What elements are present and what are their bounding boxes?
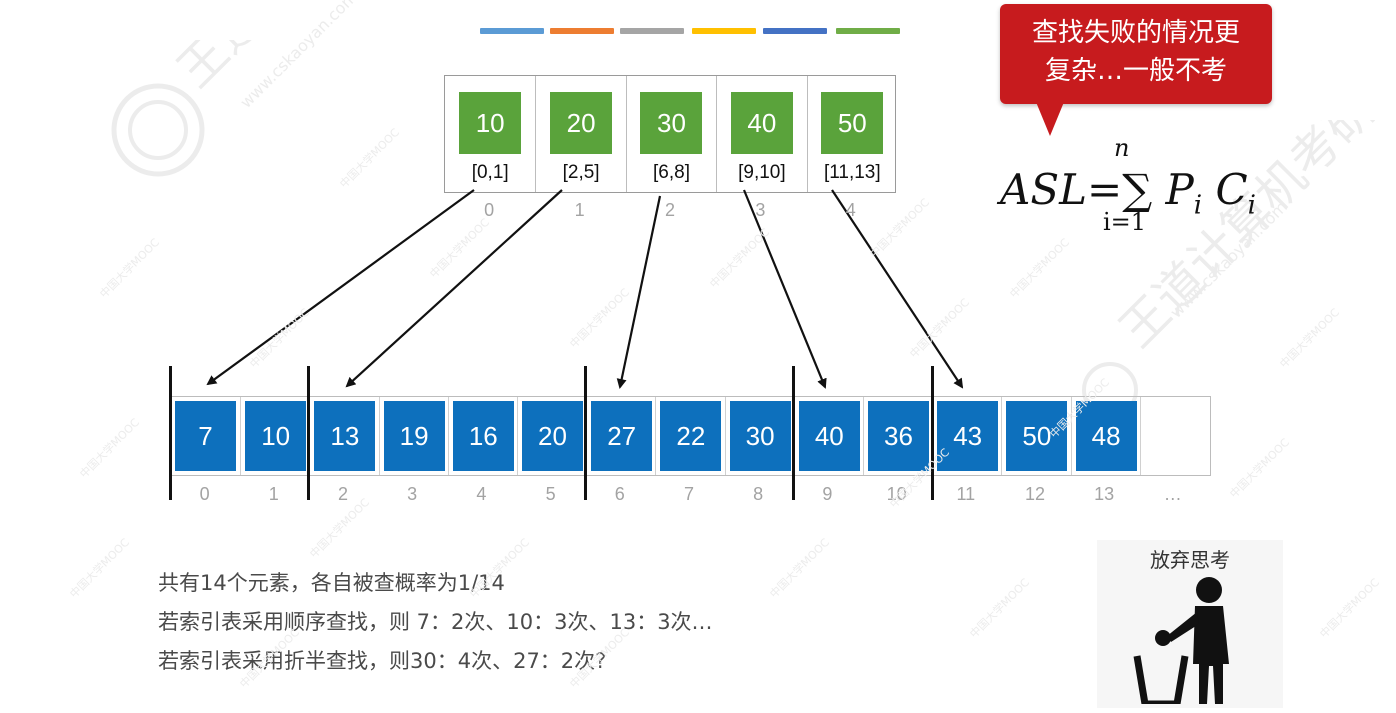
note-line-3: 若索引表采用折半查找，则30：4次、27：2次?: [158, 649, 607, 673]
array-value: 50: [1006, 401, 1068, 471]
formula-c-sub: i: [1247, 190, 1256, 221]
note-line-1: 共有14个元素，各自被查概率为1/14: [158, 571, 505, 595]
array-index: 2: [337, 484, 348, 504]
array-index: 1: [268, 484, 279, 504]
array-index: 9: [822, 484, 833, 504]
array-cell: 10: [240, 397, 309, 475]
array-cell: 36: [863, 397, 932, 475]
watermark-logo-icon-2: 王道计算机考研: [1082, 120, 1386, 418]
formula-p: P: [1165, 165, 1194, 214]
sum-symbol: ∑: [1122, 165, 1153, 214]
array-index: 11: [956, 484, 976, 504]
title-underline-green: [836, 28, 900, 34]
sum-lower-limit: i=1: [1103, 208, 1147, 236]
array-cell: 30: [724, 397, 794, 475]
trash-person-icon: [1133, 577, 1229, 704]
block-separator: [931, 366, 934, 500]
title-underline-orange: [550, 28, 614, 34]
array-index-ellipsis: …: [1163, 484, 1182, 504]
array-value: 10: [245, 401, 307, 471]
array-cell-empty: [1139, 397, 1212, 475]
array-value: 30: [729, 401, 791, 471]
array-cell: 19: [378, 397, 448, 475]
callout-tail: [1036, 102, 1064, 136]
block-separator: [307, 366, 310, 500]
array-cell: 16: [447, 397, 517, 475]
array-index: 13: [1094, 484, 1115, 504]
callout-bubble: 查找失败的情况更 复杂…一般不考: [1000, 4, 1272, 104]
title-underline-yellow: [692, 28, 756, 34]
array-index: 12: [1024, 484, 1046, 504]
array-value: 27: [591, 401, 653, 471]
array-cell: 50: [1001, 397, 1070, 475]
index-range: [2,5]: [562, 162, 600, 183]
callout-line-2: 复杂…一般不考: [1044, 56, 1227, 86]
index-key: 40: [730, 92, 793, 154]
array-cell: 7: [171, 397, 240, 475]
index-key: 20: [550, 92, 613, 154]
title-underline-gray: [620, 28, 684, 34]
index-table-cell: 40 [9,10]: [716, 76, 806, 192]
array-cell: 20: [517, 397, 586, 475]
array-index: 4: [476, 484, 487, 504]
index-position: 2: [664, 200, 675, 220]
index-table-cell: 20 [2,5]: [535, 76, 625, 192]
index-range: [6,8]: [653, 162, 690, 183]
asl-formula: ASL=∑ Pi Ci: [1000, 165, 1256, 220]
index-position: 3: [755, 200, 766, 220]
index-key: 30: [640, 92, 703, 154]
index-table: 10 [0,1] 20 [2,5] 30 [6,8] 40 [9,10] 50 [11,13]: [444, 75, 896, 193]
array-value: 13: [314, 401, 376, 471]
give-up-label: 放弃思考: [1150, 548, 1230, 572]
array-value: 16: [452, 401, 514, 471]
index-range: [9,10]: [738, 162, 786, 183]
formula-c: C: [1215, 165, 1248, 214]
sum-upper-limit: n: [1114, 134, 1130, 162]
array-cell: 40: [793, 397, 863, 475]
block-separator: [584, 366, 587, 500]
array-index: 6: [614, 484, 625, 504]
note-line-2: 若索引表采用顺序查找，则 7：2次、10：3次、13：3次…: [158, 610, 713, 634]
index-table-cell: 50 [11,13]: [806, 76, 897, 192]
array-cell: 22: [655, 397, 724, 475]
array-value: 22: [660, 401, 722, 471]
array-index: 3: [407, 484, 418, 504]
index-position: 4: [845, 200, 856, 220]
index-range: [11,13]: [823, 162, 881, 183]
array-index: 8: [753, 484, 764, 504]
index-table-cell: 30 [6,8]: [625, 76, 716, 192]
array-value: 36: [868, 401, 929, 471]
array-index: 10: [886, 484, 907, 504]
title-underline-blue: [480, 28, 544, 34]
array-value: 19: [383, 401, 445, 471]
index-position: 1: [574, 200, 585, 220]
array-cell: 13: [309, 397, 378, 475]
title-underline-darkblue: [763, 28, 827, 34]
index-position: 0: [484, 200, 495, 220]
formula-p-sub: i: [1193, 190, 1203, 221]
array-value: 20: [522, 401, 583, 471]
array-index: 0: [199, 484, 210, 504]
array-value: 7: [175, 401, 236, 471]
array-cell: 48: [1070, 397, 1140, 475]
array-index: 5: [545, 484, 556, 504]
array-value: 43: [937, 401, 999, 471]
give-up-panel: 放弃思考: [1097, 540, 1283, 708]
array-cell: 43: [932, 397, 1001, 475]
callout-line-1: 查找失败的情况更: [1031, 18, 1240, 48]
array-value: 48: [1075, 401, 1137, 471]
index-key: 10: [459, 92, 522, 154]
index-table-cell: 10 [0,1]: [445, 76, 535, 192]
index-range: [0,1]: [471, 162, 509, 183]
watermark-logo-icon: 王道: [111, 40, 274, 177]
index-key: 50: [821, 92, 884, 154]
block-separator: [169, 366, 172, 500]
array-cell: 27: [586, 397, 655, 475]
formula-lhs: ASL=: [1000, 165, 1123, 214]
array-value: 40: [798, 401, 860, 471]
array-index: 7: [683, 484, 694, 504]
block-separator: [792, 366, 795, 500]
